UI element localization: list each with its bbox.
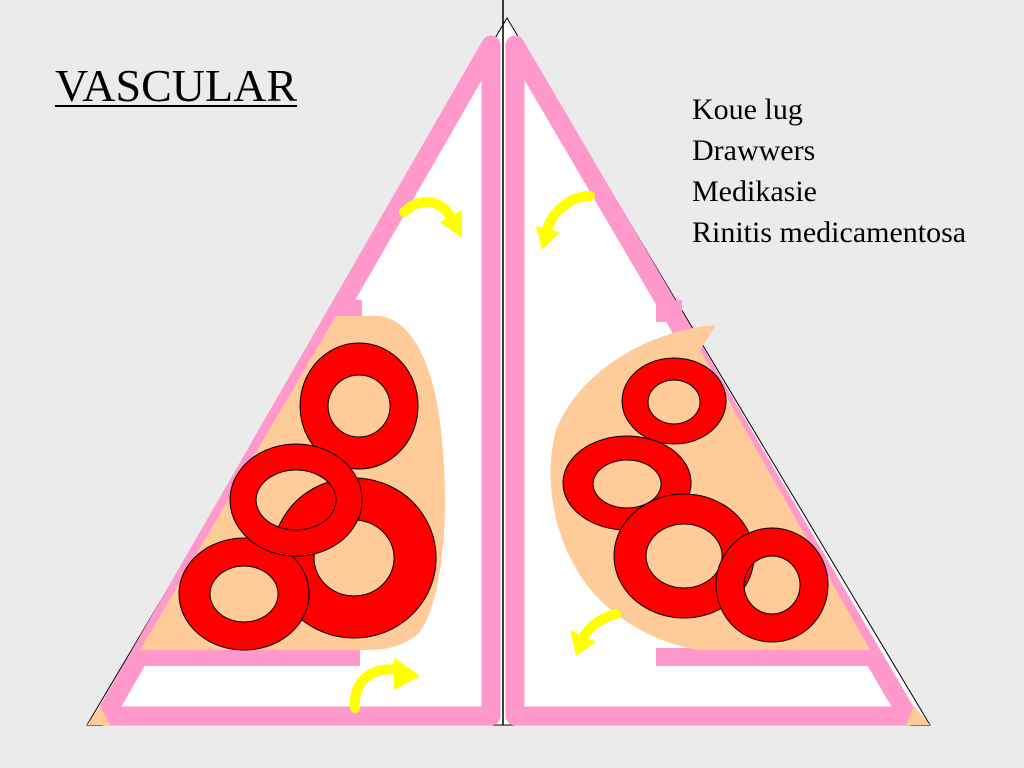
page-title: VASCULAR (55, 60, 297, 111)
vessel-ring-icon (621, 357, 727, 445)
right-turbinate-ledge-bottom (656, 648, 878, 666)
left-corner-swelling (87, 706, 110, 725)
list-item: Drawwers (692, 134, 816, 167)
right-turbinate-ledge-top (656, 300, 682, 322)
right-vessel-group (562, 357, 829, 643)
list-item: Koue lug (692, 93, 803, 126)
cause-list: Koue lug Drawwers Medikasie Rinitis medi… (692, 89, 966, 253)
vessel-ring-icon (229, 443, 363, 557)
left-chamber-lining (95, 35, 501, 726)
vessel-ring-icon (299, 342, 419, 470)
right-corner-swelling (906, 706, 930, 725)
left-turbinate-ledge-bottom (140, 648, 360, 666)
curved-arrow-icon (349, 658, 420, 713)
flow-arrows (349, 191, 621, 713)
list-item: Medikasie (692, 175, 817, 208)
left-vessel-group (178, 342, 437, 651)
curved-arrow-icon (399, 197, 462, 238)
vessel-ring-icon (715, 527, 829, 643)
vessel-ring-icon (178, 537, 310, 651)
curved-arrow-icon (570, 609, 621, 656)
curved-arrow-icon (536, 191, 595, 250)
list-item: Rinitis medicamentosa (692, 216, 967, 249)
